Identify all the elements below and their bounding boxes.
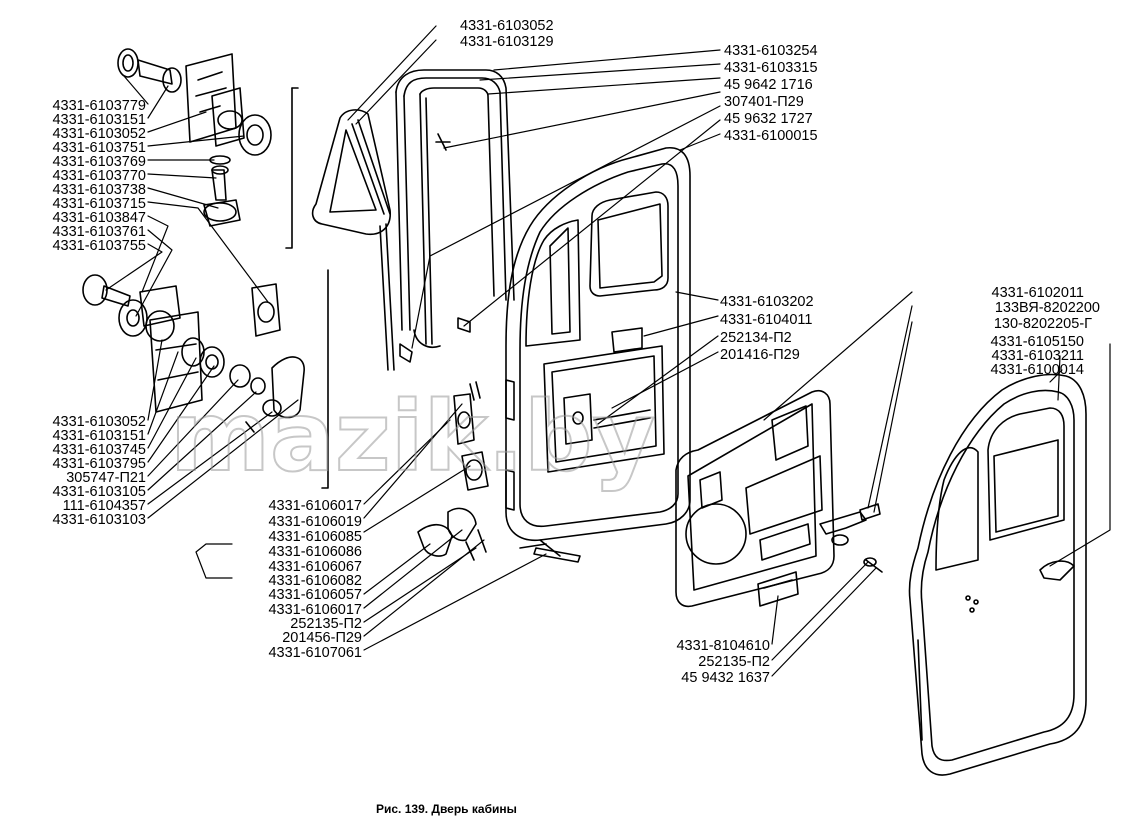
trim-panel xyxy=(675,389,835,608)
part-label: 4331-6104011 xyxy=(720,312,812,328)
part-label: 4331-6103779 xyxy=(52,98,146,114)
part-label: 4331-8104610 xyxy=(676,638,770,654)
part-label: 4331-6106085 xyxy=(268,529,362,545)
part-label: 307401-П29 xyxy=(724,94,804,110)
part-label: 4331-6103254 xyxy=(724,43,818,59)
bracket-lines xyxy=(285,87,329,489)
part-label: 4331-6106019 xyxy=(268,514,362,530)
part-label: 133ВЯ-8202200 xyxy=(995,300,1100,316)
part-label: 4331-6100015 xyxy=(724,128,818,144)
labels-bottom-right: 4331-8104610 252135-П2 45 9432 1637 xyxy=(676,638,770,686)
part-label: 4331-6106017 xyxy=(268,602,362,618)
part-label: 4331-6106067 xyxy=(268,559,362,575)
part-label: 4331-6103770 xyxy=(52,168,146,184)
part-label: 4331-6100014 xyxy=(990,362,1084,378)
regulator-parts xyxy=(819,503,883,573)
part-label: 4331-6106057 xyxy=(268,587,362,603)
part-label: 201416-П29 xyxy=(720,347,800,363)
part-label: 305747-П21 xyxy=(66,470,146,486)
part-label: 4331-6103715 xyxy=(52,196,146,212)
part-label: 4331-6103052 xyxy=(460,18,554,34)
part-label: 4331-6103103 xyxy=(52,512,146,528)
part-label: 4331-6103151 xyxy=(52,112,146,128)
hinge-parts-top xyxy=(117,48,272,227)
part-label: 130-8202205-Г xyxy=(994,316,1092,332)
part-label: 4331-6103847 xyxy=(52,210,146,226)
part-label: 4331-6103202 xyxy=(720,294,814,310)
part-label: 45 9642 1716 xyxy=(724,77,813,93)
leader-lines xyxy=(105,25,1111,677)
part-label: 4331-6106086 xyxy=(268,544,362,560)
part-label: 4331-6103769 xyxy=(52,154,146,170)
labels-right-top: 4331-6103254 4331-6103315 45 9642 1716 3… xyxy=(724,43,818,144)
part-label: 4331-6103052 xyxy=(52,126,146,142)
labels-top: 4331-6103052 4331-6103129 xyxy=(460,18,554,50)
watermark-text: mazik.by xyxy=(170,381,655,493)
part-label: 201456-П29 xyxy=(282,630,362,646)
outer-door xyxy=(908,373,1087,776)
part-label: 4331-6103751 xyxy=(52,140,146,156)
part-label: 252135-П2 xyxy=(698,654,770,670)
part-label: 4331-6107061 xyxy=(268,645,362,661)
part-label: 4331-6103755 xyxy=(52,238,146,254)
inner-door-panel xyxy=(505,147,691,557)
window-seals xyxy=(379,69,515,371)
figure-caption: Рис. 139. Дверь кабины xyxy=(376,802,517,816)
vent-window xyxy=(311,109,391,236)
part-label: 4331-6103761 xyxy=(52,224,146,240)
part-label: 252135-П2 xyxy=(290,616,362,632)
labels-center-bottom: 4331-6106017 4331-6106019 4331-6106085 4… xyxy=(268,498,362,661)
part-label: 252134-П2 xyxy=(720,330,792,346)
labels-left-bottom: 4331-6103052 4331-6103151 4331-6103745 4… xyxy=(52,414,146,528)
part-label: 45 9432 1637 xyxy=(681,670,770,686)
part-label: 4331-6103151 xyxy=(52,428,146,444)
part-label: 4331-6103211 xyxy=(992,348,1084,364)
part-label: 4331-6106017 xyxy=(268,498,362,514)
part-label: 4331-6103745 xyxy=(52,442,146,458)
part-label: 111-6104357 xyxy=(63,498,146,514)
part-label: 4331-6103738 xyxy=(52,182,146,198)
labels-right-mid: 4331-6103202 4331-6104011 252134-П2 2014… xyxy=(720,294,814,363)
part-label: 4331-6103105 xyxy=(52,484,146,500)
part-label: 4331-6103795 xyxy=(52,456,146,472)
part-label: 4331-6105150 xyxy=(990,334,1084,350)
part-label: 4331-6106082 xyxy=(268,573,362,589)
part-label: 4331-6102011 xyxy=(992,285,1084,301)
part-label: 45 9632 1727 xyxy=(724,111,813,127)
labels-far-right: 4331-6102011 133ВЯ-8202200 130-8202205-Г… xyxy=(990,285,1100,378)
labels-left-top: 4331-6103779 4331-6103151 4331-6103052 4… xyxy=(52,98,146,254)
part-label: 4331-6103129 xyxy=(460,34,554,50)
part-label: 4331-6103315 xyxy=(724,60,818,76)
part-label: 4331-6103052 xyxy=(52,414,146,430)
